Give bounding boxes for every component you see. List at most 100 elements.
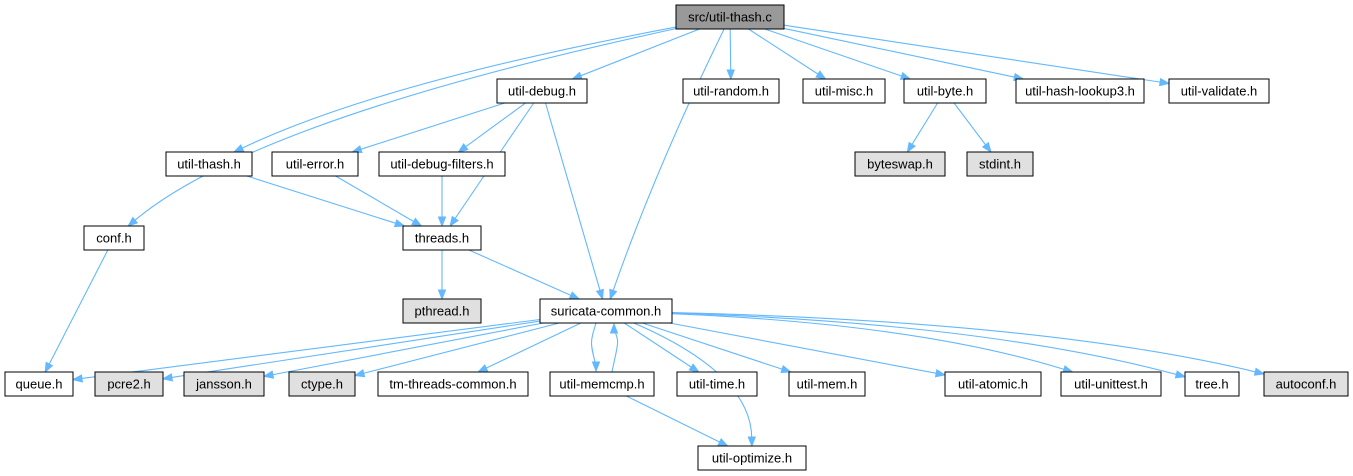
edge-line xyxy=(579,28,700,77)
node-box[interactable] xyxy=(854,151,946,177)
node-box[interactable] xyxy=(4,371,74,397)
node-debugfilters[interactable]: util-debug-filters.h xyxy=(378,151,506,177)
node-box[interactable] xyxy=(682,78,780,104)
node-error[interactable]: util-error.h xyxy=(271,151,359,177)
node-box[interactable] xyxy=(697,445,807,471)
node-thash[interactable]: util-thash.h xyxy=(165,151,253,177)
node-box[interactable] xyxy=(183,371,265,397)
edge-debug-to-error xyxy=(351,102,505,154)
node-box[interactable] xyxy=(1184,371,1240,397)
node-conf[interactable]: conf.h xyxy=(83,225,145,251)
node-label: suricata-common.h xyxy=(551,304,662,319)
node-box[interactable] xyxy=(288,371,356,397)
node-label: autoconf.h xyxy=(1276,377,1337,392)
node-label: tm-threads-common.h xyxy=(389,377,516,392)
node-memcmp[interactable]: util-memcmp.h xyxy=(549,371,655,397)
node-optimize[interactable]: util-optimize.h xyxy=(697,445,807,471)
node-stdint[interactable]: stdint.h xyxy=(966,151,1034,177)
node-box[interactable] xyxy=(271,151,359,177)
node-box[interactable] xyxy=(788,371,866,397)
node-box[interactable] xyxy=(165,151,253,177)
edge-common-to-ctype xyxy=(353,322,560,378)
node-box[interactable] xyxy=(402,225,482,251)
node-box[interactable] xyxy=(378,151,506,177)
edge-line xyxy=(468,249,572,297)
node-jansson[interactable]: jansson.h xyxy=(183,371,265,397)
node-label: util-byte.h xyxy=(917,84,973,99)
edge-line xyxy=(246,175,397,225)
edge-line xyxy=(485,322,582,370)
edge-line xyxy=(783,27,1016,78)
node-pcre2[interactable]: pcre2.h xyxy=(94,371,164,397)
edge-line xyxy=(611,328,619,373)
node-mem[interactable]: util-mem.h xyxy=(788,371,866,397)
node-hashlookup[interactable]: util-hash-lookup3.h xyxy=(1015,78,1145,104)
node-box[interactable] xyxy=(83,225,145,251)
node-box[interactable] xyxy=(676,371,758,397)
node-label: util-misc.h xyxy=(815,84,874,99)
node-validate[interactable]: util-validate.h xyxy=(1168,78,1270,104)
node-unittest[interactable]: util-unittest.h xyxy=(1060,371,1162,397)
edge-line xyxy=(241,26,677,150)
arrow-head xyxy=(437,216,447,228)
node-autoconf[interactable]: autoconf.h xyxy=(1263,371,1349,397)
node-pthread[interactable]: pthread.h xyxy=(402,298,482,324)
node-box[interactable] xyxy=(675,4,785,30)
node-common[interactable]: suricata-common.h xyxy=(539,298,673,324)
edge-thash-to-threads xyxy=(246,175,406,228)
edge-memcmp-to-common xyxy=(609,322,619,373)
node-box[interactable] xyxy=(549,371,655,397)
edge-line xyxy=(748,28,820,76)
edge-line xyxy=(671,312,1178,376)
arrow-head xyxy=(1253,367,1266,376)
node-box[interactable] xyxy=(944,371,1042,397)
node-ctype[interactable]: ctype.h xyxy=(288,371,356,397)
arrow-head xyxy=(609,322,619,334)
node-byteswap[interactable]: byteswap.h xyxy=(854,151,946,177)
edge-line xyxy=(359,102,505,151)
node-box[interactable] xyxy=(1060,371,1162,397)
edge-line xyxy=(671,313,1066,371)
edge-error-to-threads xyxy=(335,175,423,227)
node-box[interactable] xyxy=(94,371,164,397)
edge-line xyxy=(80,318,541,380)
edge-root-to-conf xyxy=(127,28,677,227)
edge-memcmp-to-optimize xyxy=(626,395,729,447)
node-queue[interactable]: queue.h xyxy=(4,371,74,397)
node-time[interactable]: util-time.h xyxy=(676,371,758,397)
node-label: threads.h xyxy=(415,231,469,246)
edge-root-to-misc xyxy=(748,28,827,80)
node-random[interactable]: util-random.h xyxy=(682,78,780,104)
node-root[interactable]: src/util-thash.c xyxy=(675,4,785,30)
node-tree[interactable]: tree.h xyxy=(1184,371,1240,397)
arrow-head xyxy=(591,361,601,373)
node-box[interactable] xyxy=(1168,78,1270,104)
arrow-head xyxy=(609,288,618,301)
node-atomic[interactable]: util-atomic.h xyxy=(944,371,1042,397)
node-box[interactable] xyxy=(539,298,673,324)
node-byte[interactable]: util-byte.h xyxy=(903,78,987,104)
node-box[interactable] xyxy=(496,78,588,104)
node-misc[interactable]: util-misc.h xyxy=(802,78,886,104)
edge-threads-to-pthread xyxy=(437,250,447,301)
node-label: conf.h xyxy=(96,231,131,246)
arrow-head xyxy=(568,291,581,300)
node-box[interactable] xyxy=(903,78,987,104)
edge-root-to-debug xyxy=(571,28,700,80)
arrow-head xyxy=(934,369,947,378)
node-debug[interactable]: util-debug.h xyxy=(496,78,588,104)
node-box[interactable] xyxy=(1015,78,1145,104)
node-label: util-optimize.h xyxy=(712,451,792,466)
edge-root-to-validate xyxy=(783,24,1171,87)
node-box[interactable] xyxy=(377,371,529,397)
node-label: util-thash.h xyxy=(177,157,241,172)
node-threads[interactable]: threads.h xyxy=(402,225,482,251)
node-box[interactable] xyxy=(966,151,1034,177)
node-box[interactable] xyxy=(1263,371,1349,397)
node-box[interactable] xyxy=(802,78,886,104)
node-label: util-time.h xyxy=(689,377,745,392)
node-tmthreads[interactable]: tm-threads-common.h xyxy=(377,371,529,397)
arrow-head xyxy=(476,364,489,373)
node-box[interactable] xyxy=(402,298,482,324)
